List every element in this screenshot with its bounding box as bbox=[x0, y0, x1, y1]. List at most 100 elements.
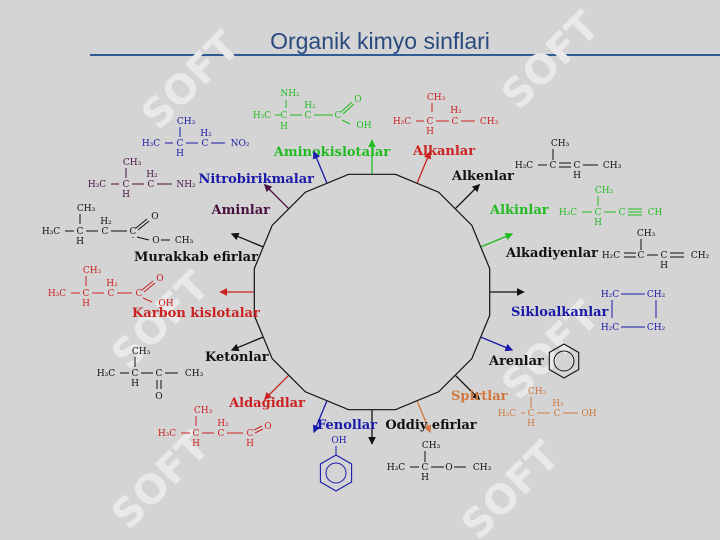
formula-atom: C bbox=[156, 369, 163, 379]
formula-atom: C bbox=[102, 227, 109, 237]
formula-atom: NH₂ bbox=[176, 180, 196, 190]
class-label: Alkinlar bbox=[489, 203, 549, 218]
formula-atom: O bbox=[156, 274, 163, 284]
class-label: Murakkab efirlar bbox=[134, 250, 258, 265]
class-label: Arenlar bbox=[488, 354, 544, 369]
formula-atom: C bbox=[452, 117, 459, 127]
class-arrow bbox=[230, 232, 264, 248]
formula-atom: C bbox=[132, 369, 139, 379]
formula-atom: CH₃ bbox=[603, 161, 622, 171]
formula-bond bbox=[136, 236, 150, 241]
page-title: Organik kimyo sinflari bbox=[270, 28, 490, 54]
formula-atom: C bbox=[661, 251, 668, 261]
formula-atom: NO₂ bbox=[231, 139, 250, 149]
class-label: Ketonlar bbox=[205, 350, 269, 365]
formula-atom: H₃C bbox=[42, 227, 60, 237]
formula-atom: H₃C bbox=[48, 289, 66, 299]
formula-atom: O bbox=[152, 236, 159, 246]
formula-bond bbox=[253, 425, 263, 431]
formula-atom: H₃C bbox=[498, 409, 516, 419]
formula-atom: H bbox=[246, 439, 254, 449]
formula-atom: H₃C bbox=[387, 463, 405, 473]
formula-atom: H₃C bbox=[515, 161, 533, 171]
formula-atom: CH₂ bbox=[691, 251, 710, 261]
formula-atom: C bbox=[638, 251, 645, 261]
formula-atom: O bbox=[354, 95, 361, 105]
formula-atom: H bbox=[131, 379, 139, 389]
formula-atom: C bbox=[619, 208, 626, 218]
formula-bond bbox=[135, 218, 148, 229]
class-label: Spirtlar bbox=[451, 389, 508, 404]
formula-atom: OH bbox=[356, 121, 371, 131]
formula-atom: OH bbox=[331, 436, 346, 446]
formula-bond bbox=[141, 280, 154, 291]
formula-atom: H bbox=[426, 127, 434, 137]
formula-atom: H₂C bbox=[601, 323, 619, 333]
class-label: Aldagidlar bbox=[228, 396, 305, 411]
formula-atom: OH bbox=[158, 299, 173, 309]
formula-atom: H₂ bbox=[100, 217, 112, 227]
formula-atom: H₂ bbox=[304, 101, 316, 111]
class-label: Alkenlar bbox=[451, 169, 514, 184]
formula-atom: H₃C bbox=[559, 208, 577, 218]
formula-atom: NH₂ bbox=[280, 89, 300, 99]
formula-atom: H₂C bbox=[602, 251, 620, 261]
class-arrow bbox=[230, 336, 264, 352]
central-polygon bbox=[253, 173, 491, 411]
formula-atom: CH₃ bbox=[595, 186, 614, 196]
formula-bond bbox=[137, 220, 150, 231]
formula-atom: H bbox=[280, 122, 288, 132]
formula-atom: H bbox=[76, 237, 84, 247]
formula-bond bbox=[340, 101, 353, 113]
formula-bond bbox=[142, 297, 153, 303]
formula-atom: C bbox=[136, 289, 143, 299]
formula-atom: H bbox=[192, 439, 200, 449]
formula-atom: CH₃ bbox=[551, 139, 570, 149]
class-label: Sikloalkanlar bbox=[511, 305, 609, 320]
formula-atom: H₃C bbox=[97, 369, 115, 379]
formula-atom: CH₃ bbox=[473, 463, 492, 473]
watermark-text: SOFT bbox=[453, 433, 569, 540]
benzene-circle bbox=[553, 350, 575, 372]
formula-atom: C bbox=[305, 111, 312, 121]
formula-atom: C bbox=[574, 161, 581, 171]
formula-atom: CH₃ bbox=[77, 204, 96, 214]
class-arrow bbox=[455, 375, 481, 401]
formula-atom: CH bbox=[648, 208, 663, 218]
formula-atom: CH₃ bbox=[83, 266, 102, 276]
formula-atom: CH₃ bbox=[132, 347, 151, 357]
formula-atom: C bbox=[177, 139, 184, 149]
formula-bond bbox=[342, 103, 355, 115]
formula-atom: CH₂ bbox=[647, 323, 666, 333]
class-arrow bbox=[416, 400, 432, 434]
formula-atom: H bbox=[660, 261, 668, 271]
class-label: Fenollar bbox=[317, 418, 377, 433]
formula-atom: H bbox=[82, 299, 90, 309]
formula-atom: C bbox=[108, 289, 115, 299]
formula-atom: C bbox=[247, 429, 254, 439]
formula-atom: O bbox=[155, 392, 162, 402]
benzene-ring bbox=[548, 343, 580, 379]
formula-atom: H₂C bbox=[601, 290, 619, 300]
formula-atom: O bbox=[151, 212, 158, 222]
title-underline bbox=[90, 54, 720, 56]
formula-atom: C bbox=[554, 409, 561, 419]
formula-atom: H bbox=[527, 419, 535, 429]
formula-atom: C bbox=[550, 161, 557, 171]
formula-atom: H₂ bbox=[450, 106, 462, 116]
formula-atom: CH₃ bbox=[422, 441, 441, 451]
formula-atom: O bbox=[445, 463, 452, 473]
watermark-text: SOFT bbox=[103, 423, 219, 539]
formula-atom: H bbox=[176, 149, 184, 159]
formula-atom: C bbox=[202, 139, 209, 149]
formula-atom: H₃C bbox=[158, 429, 176, 439]
